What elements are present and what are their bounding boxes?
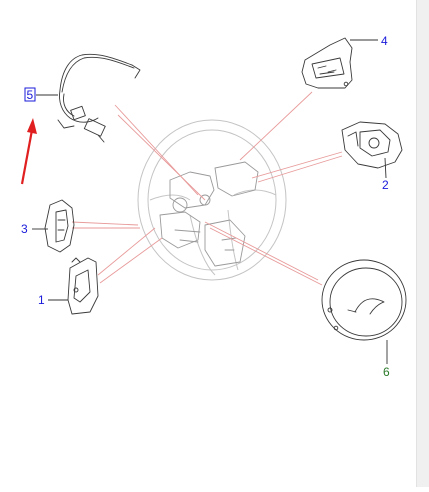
callout-3[interactable]: 3 (21, 222, 28, 236)
wiring-harness-part[interactable] (36, 53, 141, 143)
right-control-switch-part[interactable] (341, 121, 403, 179)
svg-text:2: 2 (382, 178, 389, 192)
red-arrow-icon (20, 118, 37, 185)
callout-5[interactable]: 5 (24, 87, 36, 102)
svg-text:3: 3 (21, 222, 28, 236)
vertical-scrollbar[interactable] (416, 0, 429, 487)
svg-text:1: 1 (38, 293, 45, 307)
callout-6[interactable]: 6 (383, 365, 390, 379)
left-control-switch-part[interactable] (32, 199, 75, 253)
callout-2[interactable]: 2 (382, 178, 389, 192)
exploded-parts-diagram: 4 2 3 1 6 5 (20, 34, 407, 379)
callout-4[interactable]: 4 (381, 34, 388, 48)
svg-text:5: 5 (27, 88, 34, 102)
svg-text:4: 4 (381, 34, 388, 48)
paddle-switch-part[interactable] (301, 37, 378, 89)
svg-text:6: 6 (383, 365, 390, 379)
callout-1[interactable]: 1 (38, 293, 45, 307)
leader-lines (71, 91, 343, 286)
airbag-module-part[interactable] (321, 259, 407, 364)
switch-bracket-part[interactable] (48, 257, 99, 315)
steering-wheel (137, 119, 287, 281)
